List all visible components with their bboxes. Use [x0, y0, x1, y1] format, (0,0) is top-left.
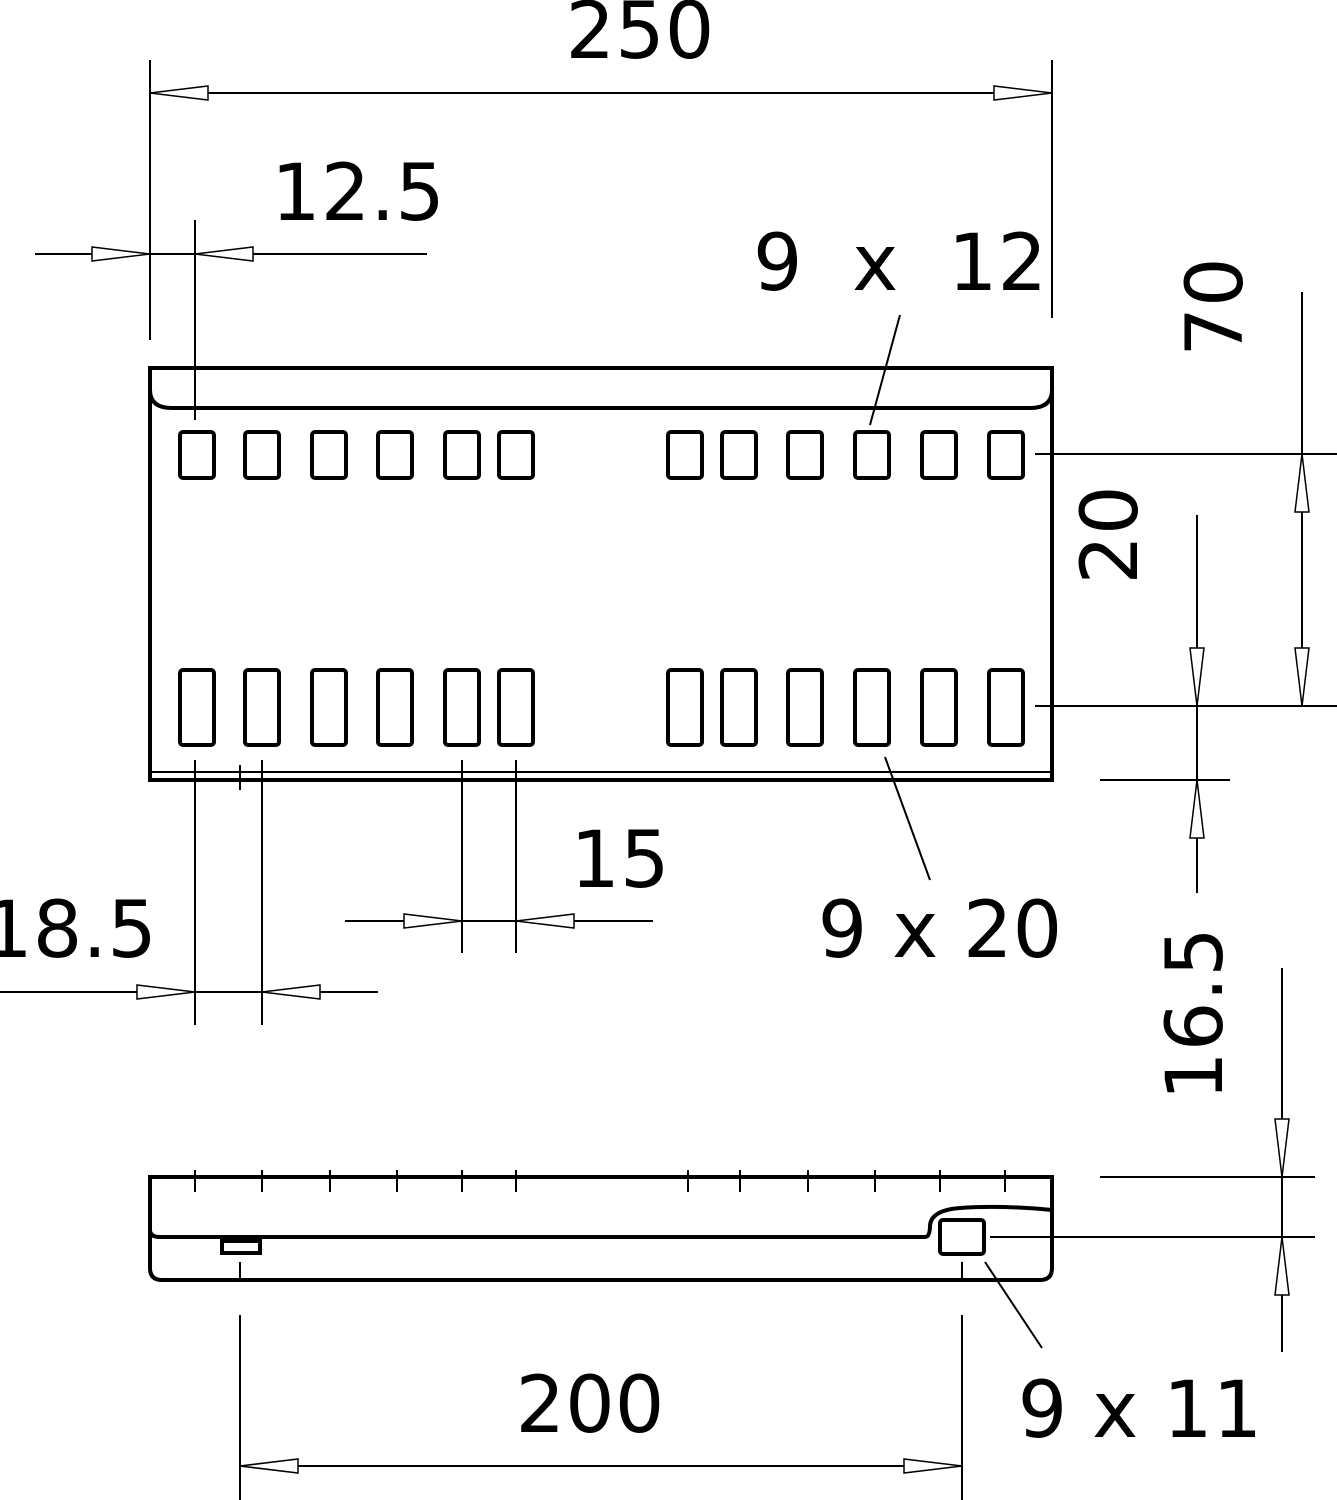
slot-small	[987, 430, 1025, 480]
arrowhead	[515, 913, 575, 929]
slot-large	[786, 668, 824, 747]
dim-slot-pitch: 18.5	[0, 886, 157, 976]
arrowhead	[1274, 1236, 1290, 1296]
slot-large	[497, 668, 535, 747]
slot-large	[243, 668, 281, 747]
slot-small	[376, 430, 414, 480]
side-slot	[220, 1239, 262, 1255]
arrowhead	[403, 913, 463, 929]
arrowhead	[261, 984, 321, 1000]
slot-small	[497, 430, 535, 480]
arrowhead	[239, 1458, 299, 1474]
dim-bottom-slot-size: 9 x 20	[818, 886, 1063, 976]
side-hole	[938, 1218, 986, 1256]
dim-overall-length: 250	[566, 0, 715, 77]
dim-height: 70	[1171, 257, 1261, 356]
slot-large	[376, 668, 414, 747]
slot-large	[178, 668, 216, 747]
slot-small	[720, 430, 758, 480]
top-view	[148, 366, 1054, 782]
slot-small	[666, 430, 704, 480]
side-ticks	[194, 1170, 1006, 1192]
plate-outline	[148, 366, 1054, 782]
slot-large	[666, 668, 704, 747]
slot-large	[720, 668, 758, 747]
slot-large	[987, 668, 1025, 747]
slot-large	[310, 668, 348, 747]
slot-large	[853, 668, 891, 747]
arrowhead	[1294, 453, 1310, 513]
dimension-arrows	[91, 85, 1310, 1474]
dim-slot-row-offset: 20	[1066, 485, 1156, 584]
arrowhead	[903, 1458, 963, 1474]
slot-small	[786, 430, 824, 480]
plate-flange-edge	[148, 389, 1054, 410]
slot-small	[443, 430, 481, 480]
dim-side-hole-size: 9 x 11	[1018, 1366, 1263, 1456]
arrowhead	[993, 85, 1053, 101]
arrowhead	[1274, 1118, 1290, 1178]
slot-small	[243, 430, 281, 480]
side-inner-line	[148, 1204, 1053, 1239]
slot-small	[178, 430, 216, 480]
dim-side-height: 16.5	[1151, 927, 1241, 1101]
slot-large	[920, 668, 958, 747]
slot-large	[443, 668, 481, 747]
dim-hole-spacing: 200	[516, 1361, 665, 1451]
side-view	[148, 1170, 1054, 1282]
arrowhead	[91, 246, 151, 262]
slot-small	[920, 430, 958, 480]
bottom-slot-row	[178, 668, 1025, 747]
dim-top-slot-size: 9 x 12	[753, 219, 1047, 309]
arrowhead	[136, 984, 196, 1000]
top-slot-row	[178, 430, 1025, 480]
arrowhead	[1189, 779, 1205, 839]
slot-small	[853, 430, 891, 480]
arrowhead	[1294, 647, 1310, 707]
arrowhead	[149, 85, 209, 101]
slot-small	[310, 430, 348, 480]
side-outline	[148, 1175, 1054, 1282]
arrowhead	[194, 246, 254, 262]
dim-edge-offset: 12.5	[271, 149, 445, 239]
arrowhead	[1189, 647, 1205, 707]
dim-slot-gap: 15	[570, 816, 669, 906]
